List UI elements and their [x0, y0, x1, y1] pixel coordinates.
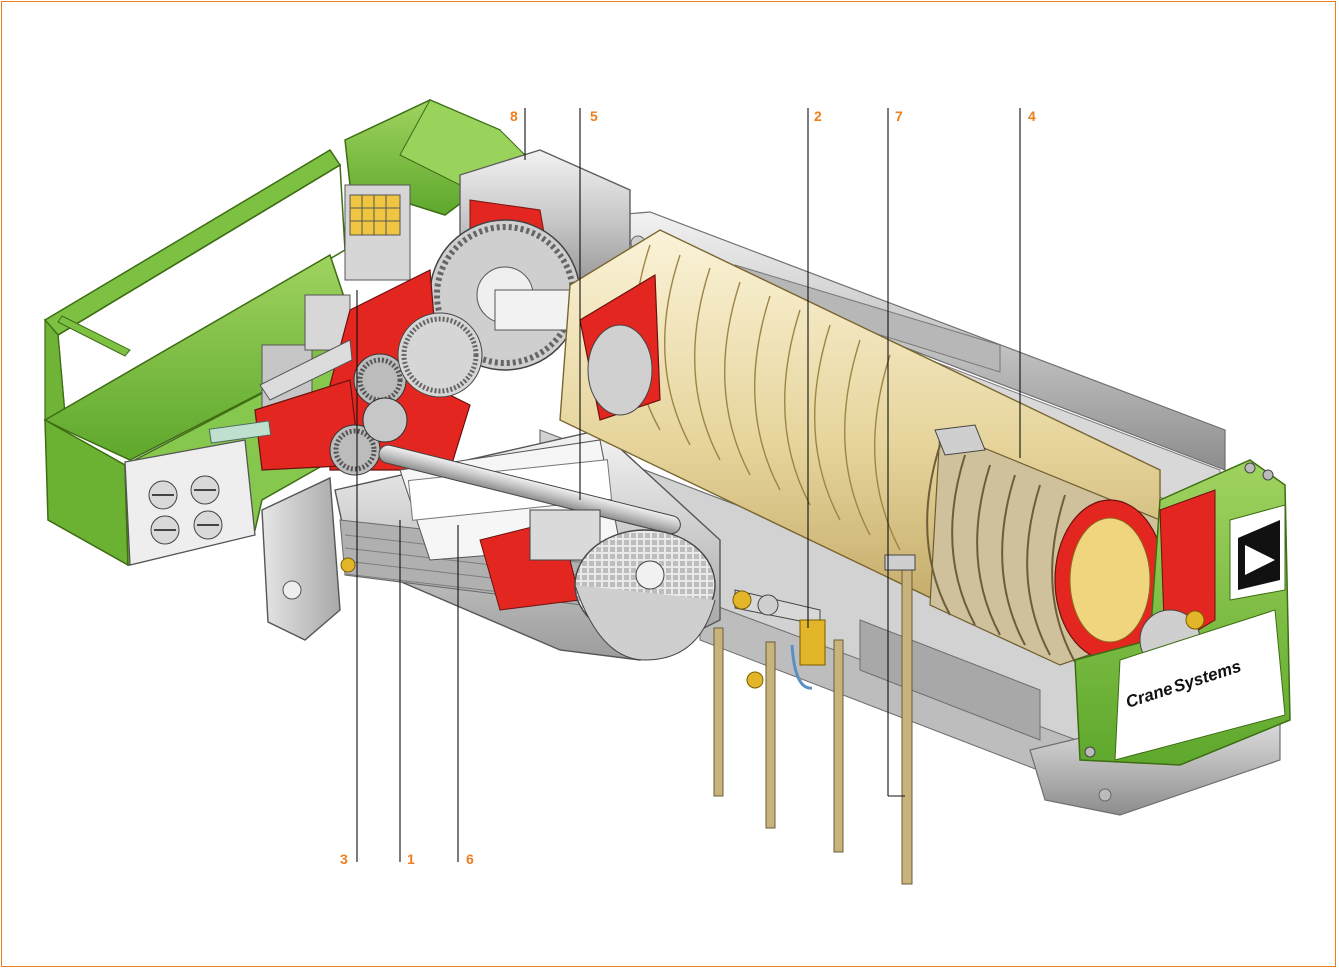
callout-8: 8: [510, 108, 518, 124]
terminal-block: [349, 194, 401, 236]
rope-drum: [559, 229, 1166, 666]
limit-switch: [732, 589, 826, 690]
callout-5: 5: [590, 108, 598, 124]
leader-lines: [356, 108, 1021, 862]
hoist-motor: [261, 429, 721, 661]
terminal-screw-caps: [148, 475, 223, 545]
callout-3: 3: [340, 851, 348, 867]
drum-grooves: [634, 244, 901, 551]
gearbox-cutaway: [208, 269, 483, 476]
hanging-ropes: [713, 554, 916, 885]
callout-6: 6: [466, 851, 474, 867]
callout-7: 7: [895, 108, 903, 124]
callout-4: 4: [1028, 108, 1036, 124]
end-cover: CraneSystems: [1074, 459, 1291, 766]
callout-2: 2: [814, 108, 822, 124]
callout-1: 1: [407, 851, 415, 867]
